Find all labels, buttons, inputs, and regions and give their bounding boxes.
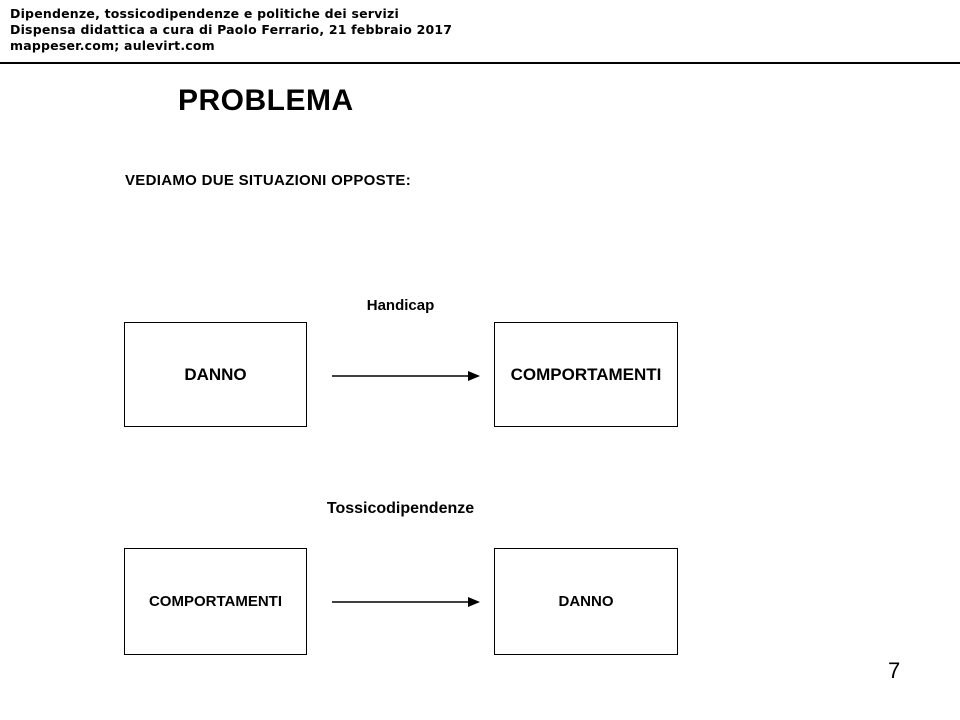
arrow-right-icon [330, 369, 480, 383]
box-comportamenti-2-label: COMPORTAMENTI [148, 593, 283, 610]
diagram-label-tossicodipendenze: Tossicodipendenze [326, 500, 475, 517]
box-comportamenti-1: COMPORTAMENTI [494, 322, 678, 427]
box-danno-2: DANNO [494, 548, 678, 655]
box-comportamenti-1-label: COMPORTAMENTI [510, 364, 662, 384]
header-divider [0, 62, 960, 64]
header-line-course-title: Dipendenze, tossicodipendenze e politich… [10, 6, 399, 21]
diagram-label-handicap: Handicap [366, 297, 435, 314]
box-danno-2-label: DANNO [558, 593, 614, 610]
header-line-author-date: Dispensa didattica a cura di Paolo Ferra… [10, 22, 453, 37]
box-danno-1: DANNO [124, 322, 307, 427]
header-line-websites: mappeser.com; aulevirt.com [10, 38, 215, 53]
box-comportamenti-2: COMPORTAMENTI [124, 548, 307, 655]
page-title: PROBLEMA [178, 84, 354, 117]
arrow-right-icon [330, 595, 480, 609]
page-number: 7 [888, 658, 901, 683]
slide-subtitle: VEDIAMO DUE SITUAZIONI OPPOSTE: [125, 172, 411, 189]
slide-header: Dipendenze, tossicodipendenze e politich… [10, 6, 452, 54]
box-danno-1-label: DANNO [184, 364, 247, 384]
